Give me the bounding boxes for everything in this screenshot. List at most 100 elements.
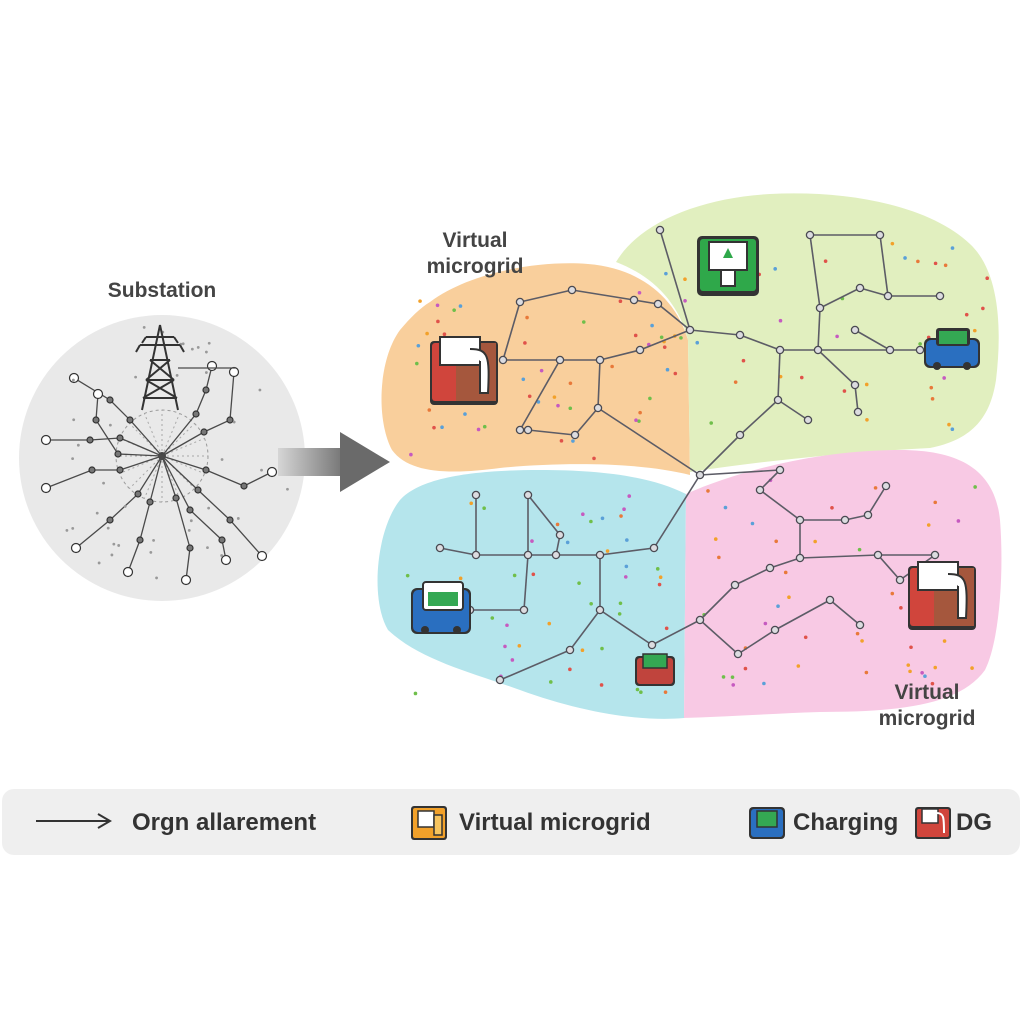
network-node: [524, 491, 531, 498]
scatter-dot: [860, 639, 864, 643]
scatter-dot: [664, 272, 668, 276]
feeder-node: [227, 417, 233, 423]
network-node: [524, 551, 531, 558]
feeder-node: [42, 436, 51, 445]
scatter-dot: [659, 575, 663, 579]
network-node: [774, 396, 781, 403]
network-node: [814, 346, 821, 353]
substation-group: [19, 315, 305, 601]
scatter-dot: [714, 537, 718, 541]
feeder-node: [127, 417, 133, 423]
scatter-dot: [843, 389, 847, 393]
scatter-dot: [683, 299, 687, 303]
scatter-dot: [443, 332, 447, 336]
scatter-dot: [985, 276, 989, 280]
scatter-dot: [944, 264, 948, 268]
network-node: [472, 491, 479, 498]
scatter-dot: [709, 421, 713, 425]
network-node: [856, 284, 863, 291]
feeder-node: [117, 467, 123, 473]
network-node: [931, 551, 938, 558]
scatter-dot: [650, 324, 654, 328]
substation-speck: [259, 389, 262, 392]
scatter-dot: [418, 299, 422, 303]
substation-speck: [149, 551, 152, 554]
scatter-dot: [865, 418, 869, 422]
scatter-dot: [638, 411, 642, 415]
scatter-dot: [824, 259, 828, 263]
network-node: [636, 346, 643, 353]
scatter-dot: [908, 670, 912, 674]
scatter-dot: [923, 674, 927, 678]
feeder-node: [227, 517, 233, 523]
scatter-dot: [549, 680, 553, 684]
scatter-dot: [547, 622, 551, 626]
scatter-dot: [606, 549, 610, 553]
scatter-dot: [658, 583, 662, 587]
substation-speck: [117, 544, 120, 547]
scatter-dot: [521, 378, 525, 382]
scatter-dot: [600, 647, 604, 651]
scatter-dot: [858, 548, 862, 552]
network-node: [520, 606, 527, 613]
scatter-dot: [903, 256, 907, 260]
scatter-dot: [600, 683, 604, 687]
network-node: [571, 431, 578, 438]
scatter-dot: [943, 639, 947, 643]
substation-speck: [208, 342, 211, 345]
scatter-dot: [490, 616, 494, 620]
scatter-dot: [674, 372, 678, 376]
scatter-dot: [951, 246, 955, 250]
scatter-dot: [639, 690, 643, 694]
scatter-dot: [589, 602, 593, 606]
feeder-node: [258, 552, 267, 561]
scatter-dot: [452, 308, 456, 312]
scatter-dot: [774, 540, 778, 544]
network-node: [650, 544, 657, 551]
scatter-dot: [553, 395, 557, 399]
network-node: [630, 296, 637, 303]
legend-dg-icon: [914, 805, 952, 841]
scatter-dot: [440, 425, 444, 429]
network-node: [864, 511, 871, 518]
scatter-dot: [627, 494, 631, 498]
network-node: [851, 381, 858, 388]
network-node: [756, 486, 763, 493]
substation-speck: [206, 546, 209, 549]
scatter-dot: [931, 397, 935, 401]
charging-station-icon: [697, 236, 759, 296]
substation-speck: [66, 529, 69, 532]
scatter-dot: [436, 320, 440, 324]
scatter-dot: [518, 644, 522, 648]
scatter-dot: [523, 341, 527, 345]
scatter-dot: [916, 260, 920, 264]
network-node: [596, 356, 603, 363]
scatter-dot: [951, 427, 955, 431]
scatter-dot: [463, 412, 467, 416]
scatter-dot: [528, 394, 532, 398]
scatter-dot: [483, 425, 487, 429]
feeder-node: [230, 368, 239, 377]
scatter-dot: [482, 506, 486, 510]
feeder-node: [147, 499, 153, 505]
scatter-dot: [581, 648, 585, 652]
network-node: [936, 292, 943, 299]
scatter-dot: [618, 612, 622, 616]
network-node: [806, 231, 813, 238]
scatter-dot: [666, 368, 670, 372]
feeder-node: [72, 544, 81, 553]
network-node: [874, 551, 881, 558]
scatter-dot: [459, 577, 463, 581]
feeder-node: [87, 437, 93, 443]
substation-speck: [98, 562, 101, 565]
scatter-dot: [865, 671, 869, 675]
scatter-dot: [530, 539, 534, 543]
network-node: [516, 298, 523, 305]
feeder-node: [124, 568, 133, 577]
scatter-dot: [706, 489, 710, 493]
scatter-dot: [835, 335, 839, 339]
network-node: [496, 676, 503, 683]
scatter-dot: [973, 329, 977, 333]
network-node: [736, 431, 743, 438]
scatter-dot: [568, 406, 572, 410]
